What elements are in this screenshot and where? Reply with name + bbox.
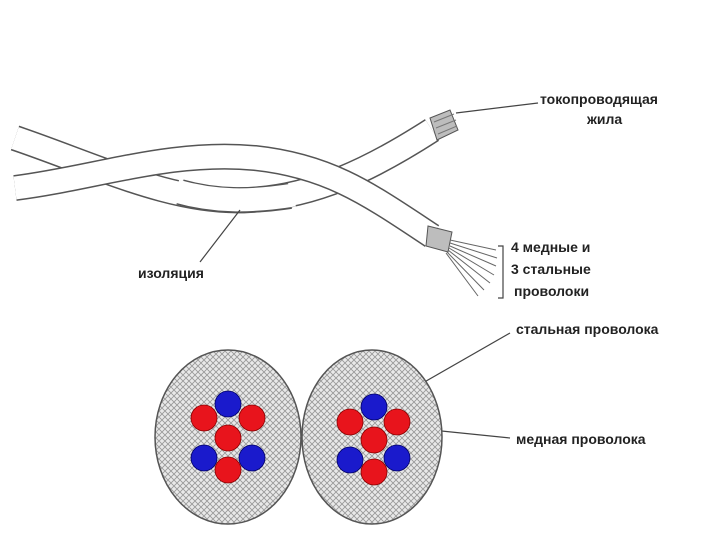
label-insulation: изоляция <box>138 265 204 281</box>
label-conductor-line1: токопроводящая <box>540 91 658 107</box>
twisted-pair <box>10 109 498 297</box>
leader-insulation <box>199 209 241 263</box>
steel-wire <box>214 390 242 418</box>
copper-wire <box>360 458 388 486</box>
conductor-tip <box>429 109 459 141</box>
copper-wire <box>336 408 364 436</box>
splayed-wires-bundle <box>425 225 498 297</box>
cross-section-right <box>301 349 443 525</box>
steel-wire <box>383 444 411 472</box>
copper-wire <box>360 426 388 454</box>
label-conductor-line2: жила <box>586 111 622 127</box>
label-wires-line1: 4 медные и <box>511 239 590 255</box>
copper-wire <box>238 404 266 432</box>
leader-conductor <box>455 102 539 114</box>
steel-wire <box>336 446 364 474</box>
label-copper-wire: медная проволока <box>516 431 646 447</box>
steel-wire <box>360 393 388 421</box>
labels: токопроводящая жила изоляция 4 медные и … <box>138 91 659 447</box>
copper-wire <box>190 404 218 432</box>
copper-wire <box>383 408 411 436</box>
bracket-wires <box>498 245 504 299</box>
steel-wire <box>238 444 266 472</box>
copper-wire <box>214 424 242 452</box>
copper-wire <box>214 456 242 484</box>
label-wires-line3: проволоки <box>514 283 589 299</box>
cross-section-left <box>154 349 302 525</box>
steel-wire <box>190 444 218 472</box>
label-steel-wire: стальная проволока <box>516 321 659 337</box>
label-wires-line2: 3 стальные <box>511 261 591 277</box>
